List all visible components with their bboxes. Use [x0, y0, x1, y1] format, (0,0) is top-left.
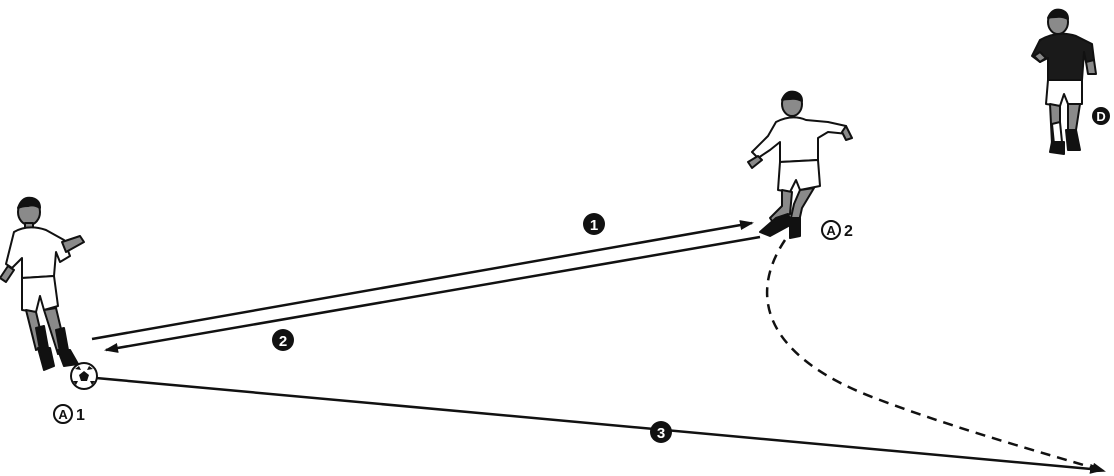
player-a2-letter-badge — [821, 220, 841, 240]
player-d-figure — [1031, 8, 1097, 155]
pass-2-arrow — [104, 235, 761, 353]
pass-3-arrow — [95, 376, 1104, 474]
step-marker-1: 1 — [583, 213, 605, 235]
player-d-label: D — [1092, 107, 1110, 125]
player-a2-letter: A — [826, 223, 836, 238]
step-marker-2-text: 2 — [279, 333, 287, 350]
soccer-ball-icon — [70, 362, 98, 390]
player-a1-figure — [0, 196, 85, 371]
player-a2-figure — [747, 90, 853, 239]
run-path-a2 — [765, 239, 1106, 473]
player-a1-label: A 1 — [53, 404, 85, 424]
player-a2-label: A 2 — [821, 220, 853, 240]
player-a1-number: 1 — [76, 407, 85, 424]
pass-1-arrow — [91, 220, 754, 341]
step-marker-2: 2 — [272, 329, 294, 351]
player-d-letter: D — [1096, 109, 1105, 124]
player-a1-letter-badge — [53, 404, 73, 424]
player-a2-number: 2 — [844, 223, 853, 240]
step-marker-1-text: 1 — [590, 217, 598, 234]
step-marker-3: 3 — [650, 421, 672, 443]
step-marker-3-text: 3 — [657, 425, 665, 442]
player-d-letter-badge — [1092, 107, 1110, 125]
player-a1-letter: A — [58, 407, 68, 422]
